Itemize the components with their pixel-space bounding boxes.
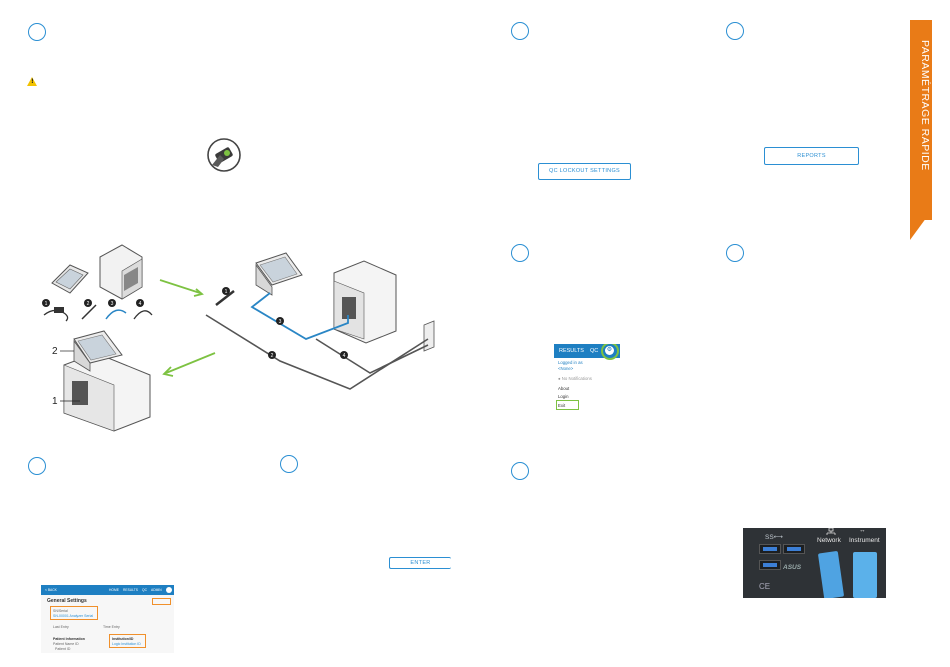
accessory-row: 1 2 3 4: [42, 299, 153, 322]
installation-diagram: 1 2 3 4 1 2 3 4 2 1: [42, 244, 435, 432]
nav-admin[interactable]: ADMIN: [151, 588, 162, 592]
rear-ports-photo: SS⟷ ASUS CE ↔ Network Instrument: [743, 528, 886, 598]
analyzer-tablet-small: [51, 264, 89, 294]
nav-qc[interactable]: QC: [142, 588, 147, 592]
cable-1: [215, 290, 235, 306]
accessory-4-label: 4: [139, 301, 142, 307]
tab-results[interactable]: RESULTS: [559, 348, 584, 354]
exit-highlight: [556, 400, 579, 410]
cable-3: [250, 292, 349, 340]
gear-icon[interactable]: ⚙: [605, 346, 614, 355]
cabinet-main: [333, 260, 397, 344]
cable-1-label: 1: [225, 289, 228, 295]
patient-sub2: Patient ID: [55, 647, 71, 651]
instrument-cable: [853, 552, 877, 598]
accessory-1-label: 1: [45, 301, 48, 307]
menu-screenshot: RESULTS QC ⚙ Logged in as <None> ● No No…: [554, 344, 620, 412]
cable-2-label: 2: [271, 353, 274, 359]
step-circle: [280, 455, 298, 473]
network-label: Network: [817, 537, 841, 544]
callout-1: 1: [52, 396, 58, 407]
usb-port: [783, 544, 805, 554]
step-circle: [511, 244, 529, 262]
power-switch-icon: [207, 138, 241, 172]
cabinet-small: [99, 244, 143, 300]
network-cable: [817, 550, 845, 598]
institution-value[interactable]: Logic Institution ID: [112, 642, 141, 646]
cable-4: [315, 338, 429, 374]
usb-port: [759, 560, 781, 570]
settings-screenshot: < BACK HOME RESULTS QC ADMIN General Set…: [41, 585, 174, 653]
step-circle: [511, 22, 529, 40]
warning-icon: !: [27, 77, 37, 86]
quick-setup-tab: [910, 20, 932, 240]
arrow-left: [165, 352, 216, 374]
row-b: Time Entry: [103, 625, 120, 629]
step-circle: [726, 244, 744, 262]
patient-sub: Patient Name ID: [53, 642, 79, 646]
reports-button[interactable]: REPORTS: [764, 147, 859, 165]
ce-mark: CE: [759, 582, 771, 591]
cable-4-label: 4: [343, 353, 346, 359]
arrow-right: [159, 279, 201, 294]
instrument-icon: ↔: [859, 528, 866, 534]
step-circle: [28, 23, 46, 41]
field-label: SN/Serial: [53, 609, 68, 613]
menu-item-about[interactable]: About: [558, 386, 570, 391]
menu-item-exit[interactable]: Exit: [558, 403, 566, 408]
instrument-label: Instrument: [849, 537, 880, 544]
page-title: General Settings: [47, 598, 87, 604]
cable-3-label: 3: [279, 319, 282, 325]
step-circle: [511, 462, 529, 480]
settings-icon[interactable]: [166, 587, 172, 593]
patient-info-heading: Patient Information: [53, 637, 85, 641]
settings-top-bar: < BACK HOME RESULTS QC ADMIN: [41, 585, 174, 595]
accessory-2-label: 2: [87, 301, 90, 307]
usb-label: SS⟷: [765, 534, 783, 541]
qc-lockout-settings-button[interactable]: QC LOCKOUT SETTINGS: [538, 163, 631, 180]
institution-label: Institution/ID: [112, 637, 134, 641]
step-circle: [726, 22, 744, 40]
row-a: Last Entry: [53, 625, 69, 629]
gear-highlight: [601, 344, 619, 360]
callout-2: 2: [52, 346, 58, 357]
tab-qc[interactable]: QC: [590, 348, 599, 354]
accessory-3-label: 3: [111, 301, 114, 307]
highlight-institution: [109, 634, 146, 648]
highlight-save: [152, 598, 171, 605]
back-link[interactable]: < BACK: [45, 588, 57, 592]
notifications-label: ● No Notifications: [558, 376, 592, 381]
quick-setup-label: PARAMÉTRAGE RAPIDE: [919, 40, 931, 171]
enter-button[interactable]: ENTER: [389, 557, 451, 569]
user-label: <None>: [558, 366, 574, 371]
field-value[interactable]: SN-00001 Analyzer Serial: [53, 614, 94, 618]
logged-in-label: Logged in as: [558, 360, 583, 365]
step-circle: [28, 457, 46, 475]
usb-port: [759, 544, 781, 554]
analyzer-main: [255, 252, 303, 296]
highlight-field: [50, 606, 98, 620]
brand-logo: ASUS: [783, 564, 802, 571]
menu-item-login[interactable]: Login: [558, 394, 569, 399]
network-icon: [826, 528, 836, 535]
nav-home[interactable]: HOME: [109, 588, 119, 592]
nav-results[interactable]: RESULTS: [123, 588, 138, 592]
assembled-unit: [63, 330, 151, 432]
